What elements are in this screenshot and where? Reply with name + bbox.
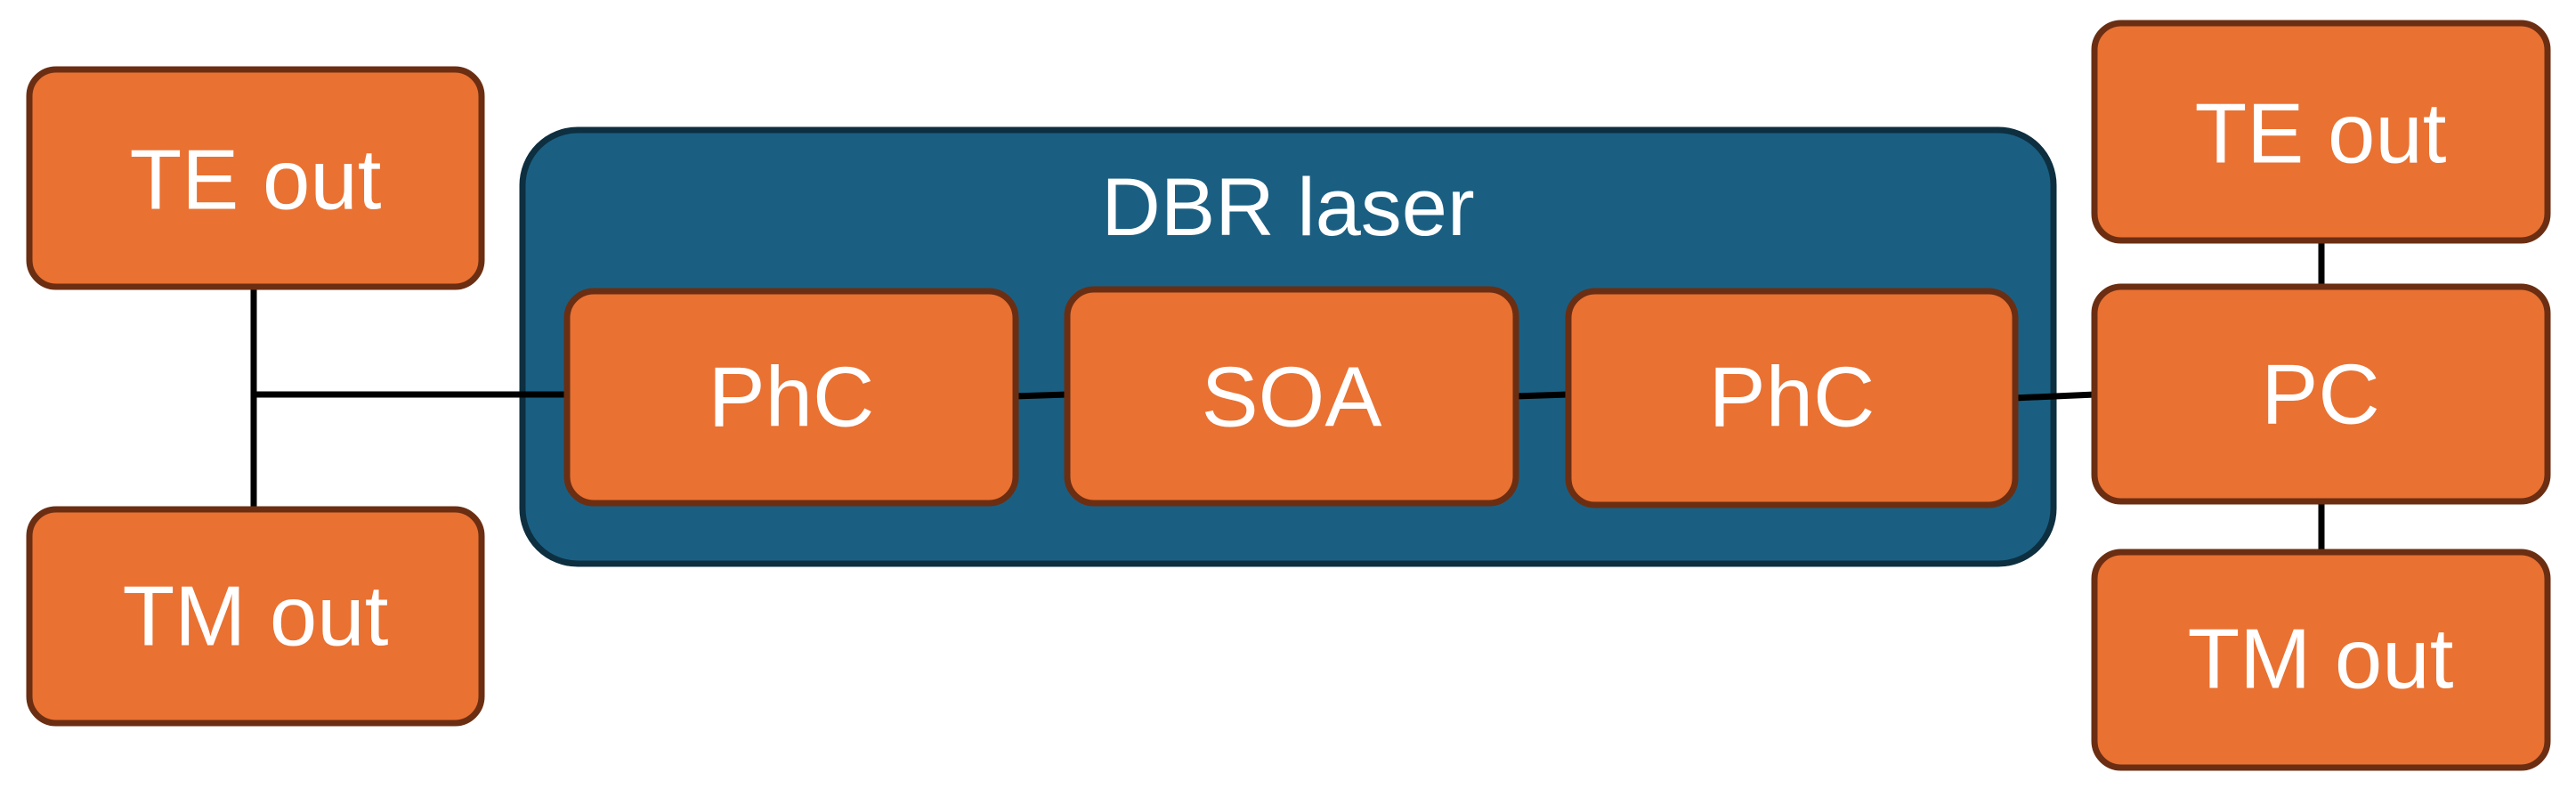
phc-right-label: PhC bbox=[1709, 350, 1875, 445]
phc-right-box: PhC bbox=[1565, 288, 2019, 508]
right-te-out-box: TE out bbox=[2091, 20, 2551, 244]
left-te-out-label: TE out bbox=[130, 133, 382, 228]
right-te-out-label: TE out bbox=[2195, 86, 2447, 182]
phc-left-label: PhC bbox=[709, 350, 875, 445]
connector-lines bbox=[250, 240, 2325, 552]
left-tm-out-label: TM out bbox=[123, 569, 389, 664]
pc-label: PC bbox=[2261, 347, 2379, 443]
phc-pc-link bbox=[2013, 391, 2096, 402]
dbr-laser-title: DBR laser bbox=[1101, 162, 1474, 253]
right-tm-out-label: TM out bbox=[2188, 612, 2454, 707]
phc-soa-link bbox=[1014, 391, 1069, 400]
phc-left-box: PhC bbox=[563, 288, 1019, 507]
pc-box: PC bbox=[2091, 283, 2551, 505]
left-te-out-box: TE out bbox=[26, 66, 485, 290]
soa-label: SOA bbox=[1202, 350, 1382, 445]
right-tm-out-box: TM out bbox=[2091, 549, 2551, 771]
soa-phc-link bbox=[1514, 391, 1569, 400]
left-tm-out-box: TM out bbox=[26, 506, 485, 727]
soa-box: SOA bbox=[1064, 286, 1519, 507]
